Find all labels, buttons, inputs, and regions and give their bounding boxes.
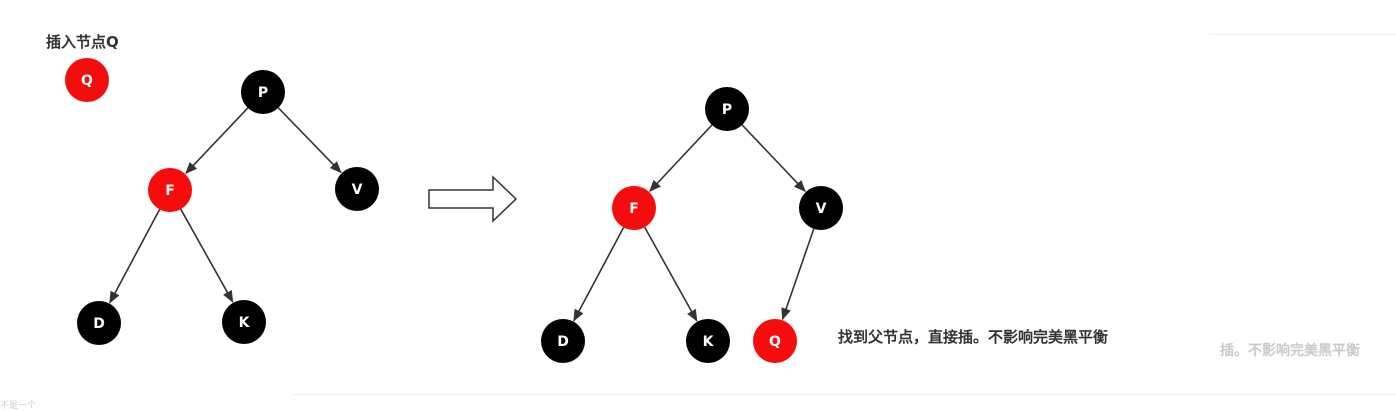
ghost-footer: 不是一个 (0, 401, 37, 411)
ghost-divider-top (1210, 34, 1396, 35)
before-node-Q: Q (65, 58, 109, 102)
after-node-V: V (799, 186, 843, 230)
after-edge-V-Q (781, 228, 815, 321)
ghost-caption: 插。不影响完美黑平衡 (1220, 343, 1360, 359)
after-node-P-circle (705, 87, 749, 131)
after-tree-edges (573, 124, 815, 322)
before-tree-nodes: Q P F V D K (65, 58, 379, 345)
transition-arrow (428, 175, 518, 223)
after-node-K: K (686, 319, 730, 363)
after-node-P: P (705, 87, 749, 131)
before-edge-P-F (185, 107, 249, 175)
after-node-F: F (612, 186, 656, 230)
before-node-P: P (241, 70, 285, 114)
before-node-D-label: D (93, 316, 105, 332)
after-node-F-circle (612, 186, 656, 230)
after-node-D-label: D (557, 334, 569, 350)
before-edge-F-K (180, 208, 234, 303)
after-node-Q: Q (753, 319, 797, 363)
after-node-V-label: V (816, 201, 827, 217)
after-node-K-label: K (703, 334, 715, 350)
diagram-title: 插入节点Q (46, 33, 119, 51)
before-node-Q-circle (65, 58, 109, 102)
before-node-P-label: P (258, 85, 268, 101)
before-node-D-circle (77, 301, 121, 345)
result-caption: 找到父节点，直接插。不影响完美黑平衡 (838, 328, 1108, 346)
after-edge-F-K (643, 226, 698, 322)
before-node-Q-label: Q (81, 73, 93, 89)
before-node-F-label: F (165, 183, 175, 199)
before-node-F-circle (148, 168, 192, 212)
after-node-V-circle (799, 186, 843, 230)
after-node-P-label: P (722, 102, 732, 118)
before-node-D: D (77, 301, 121, 345)
after-node-Q-circle (753, 319, 797, 363)
after-node-D-circle (541, 319, 585, 363)
after-node-F-label: F (629, 201, 639, 217)
after-node-Q-label: Q (769, 334, 781, 350)
after-tree-nodes: P F V D K Q (541, 87, 843, 363)
before-node-V-label: V (352, 182, 363, 198)
before-tree-edges (109, 107, 342, 304)
before-node-K-circle (222, 300, 266, 344)
before-node-K: K (222, 300, 266, 344)
after-edge-P-V (741, 124, 806, 193)
before-node-V-circle (335, 167, 379, 211)
before-node-K-label: K (239, 315, 251, 331)
after-node-K-circle (686, 319, 730, 363)
before-node-V: V (335, 167, 379, 211)
before-edge-P-V (277, 107, 342, 174)
before-edge-F-D (109, 209, 161, 304)
before-node-F: F (148, 168, 192, 212)
after-edge-F-D (573, 227, 625, 322)
after-edge-P-F (649, 124, 713, 192)
ghost-divider-bottom (292, 394, 1396, 395)
after-node-D: D (541, 319, 585, 363)
before-node-P-circle (241, 70, 285, 114)
